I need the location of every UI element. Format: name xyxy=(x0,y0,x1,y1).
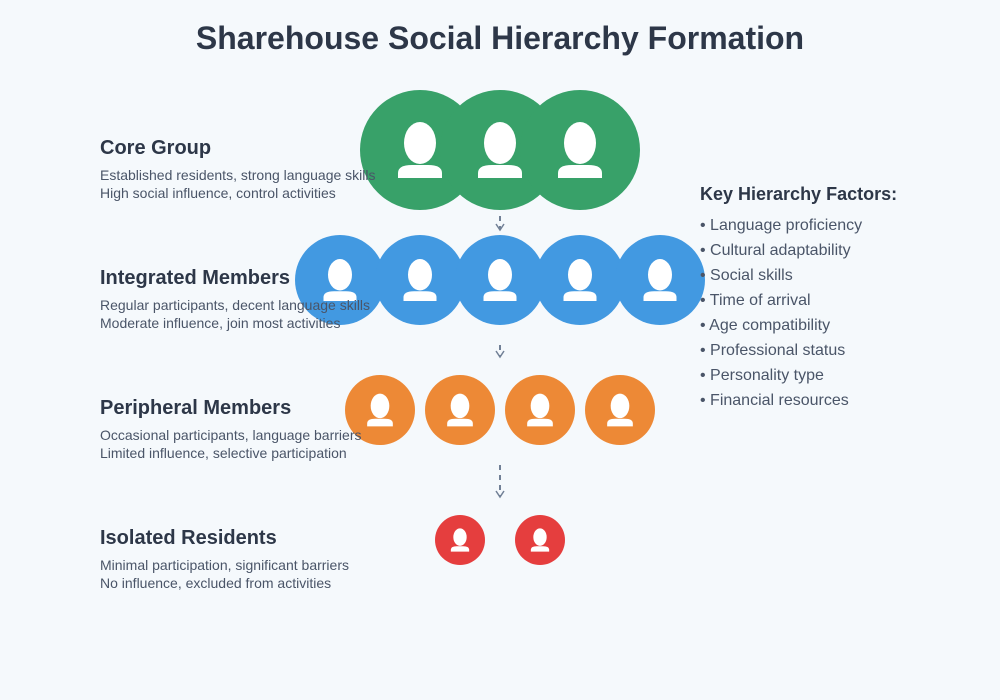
factor-item: • Time of arrival xyxy=(700,292,811,309)
tier-desc: Moderate influence, join most activities xyxy=(100,315,341,331)
member-node xyxy=(615,235,705,325)
tier-desc: Limited influence, selective participati… xyxy=(100,445,347,461)
person-icon xyxy=(563,259,597,301)
member-node xyxy=(585,375,655,445)
arrow-connector xyxy=(495,216,505,232)
person-icon xyxy=(398,122,442,178)
factor-item: • Language proficiency xyxy=(700,217,863,234)
arrow-connector xyxy=(495,345,505,359)
tier-desc: Established residents, strong language s… xyxy=(100,167,376,183)
tier-desc: Regular participants, decent language sk… xyxy=(100,297,371,313)
member-node xyxy=(295,235,385,325)
person-icon xyxy=(403,259,437,301)
person-icon xyxy=(450,528,470,552)
person-icon xyxy=(447,393,473,427)
member-node xyxy=(515,515,565,565)
factors-panel: Key Hierarchy Factors: • Language profic… xyxy=(700,184,897,413)
member-node xyxy=(345,375,415,445)
factors-heading: Key Hierarchy Factors: xyxy=(700,184,898,204)
tier-title: Integrated Members xyxy=(100,267,291,289)
person-icon xyxy=(527,393,553,427)
factor-item: • Age compatibility xyxy=(700,317,831,334)
factor-item: • Cultural adaptability xyxy=(700,242,851,259)
factor-item: • Personality type xyxy=(700,367,824,384)
tier-title: Core Group xyxy=(100,137,212,159)
factor-item: • Professional status xyxy=(700,342,846,359)
tier-peripheral: Peripheral Members Occasional participan… xyxy=(100,397,361,462)
person-icon xyxy=(643,259,677,301)
arrow-connector xyxy=(495,465,505,499)
tier-integrated: Integrated Members Regular participants,… xyxy=(100,267,370,332)
person-icon xyxy=(530,528,550,552)
member-node xyxy=(505,375,575,445)
person-icon xyxy=(478,122,522,178)
member-node xyxy=(435,515,485,565)
person-icon xyxy=(323,259,357,301)
person-icon xyxy=(367,393,393,427)
tier-desc: Minimal participation, significant barri… xyxy=(100,557,349,573)
tier-desc: High social influence, control activitie… xyxy=(100,185,336,201)
member-node xyxy=(520,90,640,210)
member-node xyxy=(535,235,625,325)
member-node xyxy=(375,235,465,325)
tier-core: Core Group Established residents, strong… xyxy=(100,137,376,202)
tier-isolated: Isolated Residents Minimal participation… xyxy=(100,527,349,592)
tier-desc: No influence, excluded from activities xyxy=(100,575,332,591)
person-icon xyxy=(607,393,633,427)
tier-title: Isolated Residents xyxy=(100,527,277,549)
member-node xyxy=(455,235,545,325)
tier-title: Peripheral Members xyxy=(100,397,292,419)
tier-desc: Occasional participants, language barrie… xyxy=(100,427,362,443)
person-icon xyxy=(483,259,517,301)
member-node xyxy=(425,375,495,445)
page-title: Sharehouse Social Hierarchy Formation xyxy=(195,20,805,56)
factor-item: • Social skills xyxy=(700,267,793,284)
factor-item: • Financial resources xyxy=(700,392,849,409)
person-icon xyxy=(558,122,602,178)
